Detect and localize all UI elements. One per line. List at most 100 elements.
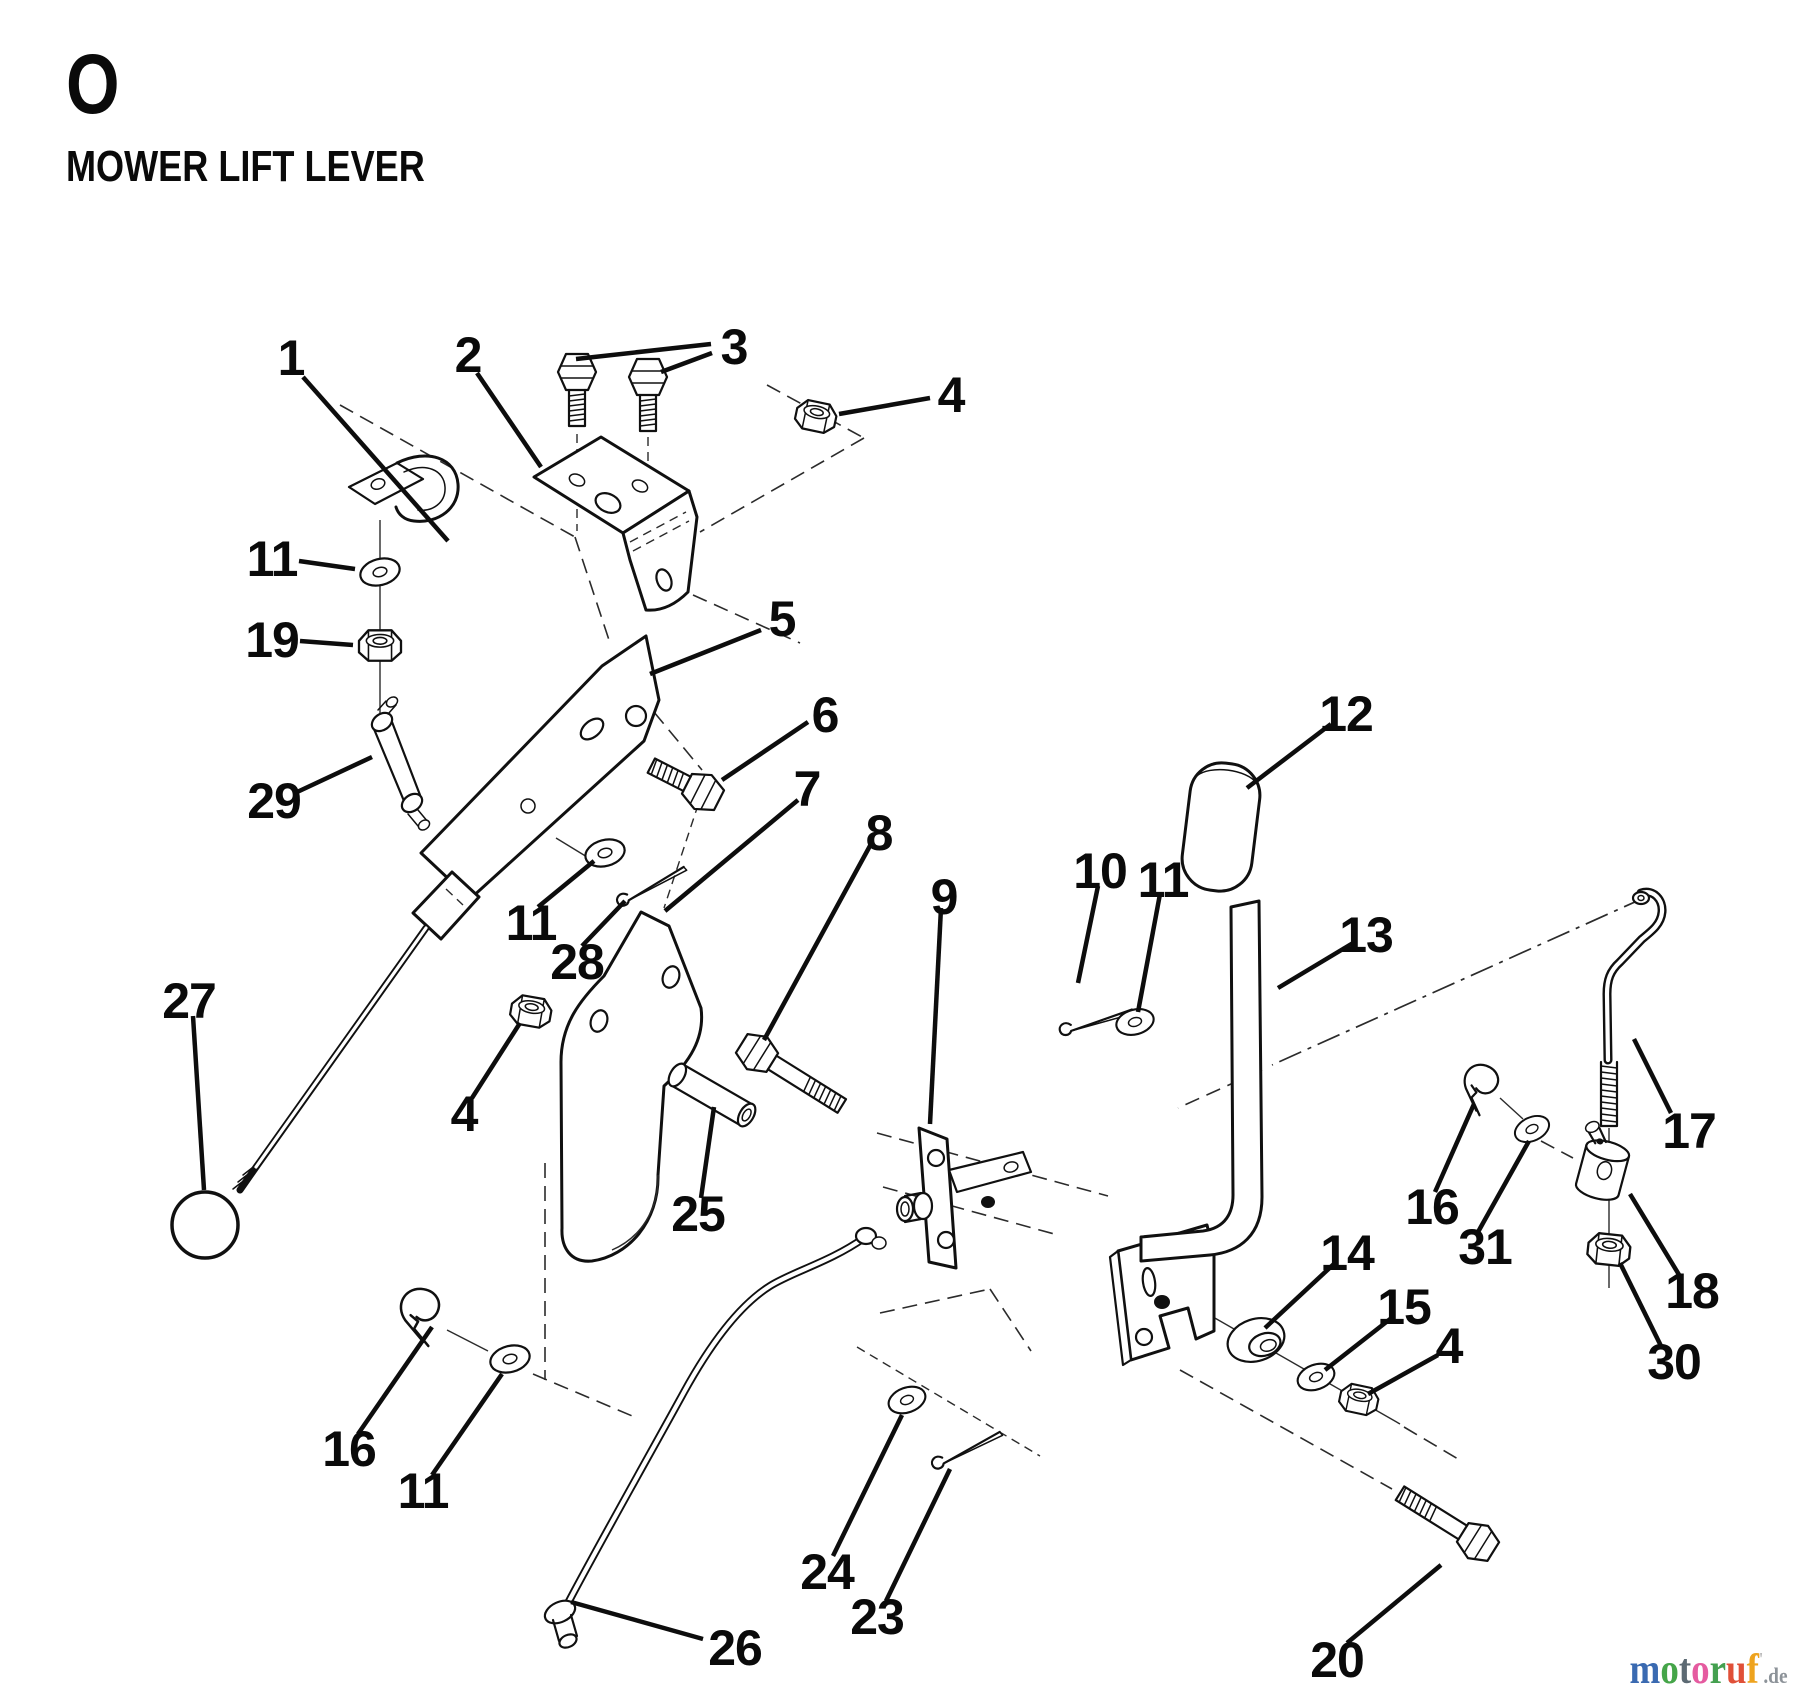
part-20-bolt: [1394, 1485, 1505, 1569]
watermark-logo: motoruf'.de: [1630, 1646, 1788, 1694]
callout-number-16a: 16: [322, 1421, 376, 1477]
callout-leader-28: [580, 899, 627, 948]
callout-leader-31: [1476, 1139, 1531, 1234]
callout-leader-25: [698, 1106, 717, 1199]
callout-leader-24: [830, 1414, 905, 1557]
callout-leader-7: [663, 798, 800, 913]
part-31-washer: [1509, 1109, 1555, 1149]
part-27-knob: [170, 1190, 240, 1260]
part-18-trunnion: [1574, 1120, 1631, 1201]
callout-number-3: 3: [721, 319, 748, 375]
part-11-washer-a: [356, 553, 404, 591]
part-16-hairpin-a: [398, 1285, 444, 1350]
callout-leader-10: [1075, 885, 1101, 984]
callout-number-4a: 4: [938, 367, 966, 423]
part-12-grip: [1180, 761, 1262, 893]
callout-number-26: 26: [708, 1620, 762, 1676]
page-title: MOWER LIFT LEVER: [66, 142, 425, 191]
callout-number-10: 10: [1073, 843, 1127, 899]
part-16-hairpin-b: [1457, 1061, 1502, 1119]
callout-leader-4c: [1366, 1353, 1440, 1396]
watermark-letter: t: [1679, 1647, 1692, 1693]
callout-leader-5: [649, 627, 762, 677]
part-6-bolt: [646, 757, 729, 819]
callout-leader-11d: [430, 1372, 504, 1477]
part-4-nut-b: [507, 992, 555, 1031]
callout-leader-1: [301, 375, 450, 543]
part-25-spacer: [667, 1062, 757, 1128]
part-9-pivot-plate: [895, 1126, 1033, 1270]
callout-number-25: 25: [671, 1186, 725, 1242]
callout-number-13: 13: [1339, 907, 1393, 963]
part-8-bolt: [730, 1026, 848, 1114]
callout-number-7: 7: [794, 761, 821, 817]
callout-number-11d: 11: [398, 1463, 449, 1519]
part-24-washer: [883, 1380, 931, 1420]
callout-leader-13: [1276, 941, 1355, 990]
callout-leader-14: [1263, 1260, 1338, 1330]
part-13-lever-and-bracket: [1108, 899, 1264, 1367]
part-11-washer-d: [486, 1340, 534, 1378]
callout-leader-4b: [470, 1021, 522, 1100]
callout-leader-15: [1323, 1314, 1396, 1372]
watermark-letter: r: [1710, 1647, 1727, 1693]
callout-leader-30: [1617, 1262, 1665, 1349]
callout-leader-3: [575, 341, 712, 362]
callout-number-29: 29: [247, 773, 301, 829]
callout-number-27: 27: [162, 973, 216, 1029]
part-19-nut: [357, 629, 403, 662]
callout-leader-8: [762, 842, 873, 1042]
part-3-hex-bolts: [556, 352, 669, 433]
callout-number-24: 24: [800, 1544, 855, 1600]
callout-leader-16b: [1432, 1103, 1477, 1193]
callout-leader-29: [294, 754, 373, 796]
callout-number-19: 19: [245, 612, 299, 668]
watermark-letter: u: [1726, 1647, 1748, 1693]
callout-number-23: 23: [850, 1589, 904, 1645]
callout-number-17: 17: [1662, 1103, 1716, 1159]
callout-number-14: 14: [1320, 1225, 1375, 1281]
part-17-lift-link-rod: [1599, 887, 1667, 1128]
part-11-washer-c: [1112, 1004, 1158, 1040]
callout-number-12: 12: [1319, 686, 1373, 742]
callout-number-30: 30: [1647, 1334, 1701, 1390]
callout-leader-3: [660, 350, 713, 375]
callout-leader-17: [1631, 1037, 1674, 1115]
part-1-cable-clamp: [347, 454, 460, 523]
callout-leader-18: [1628, 1192, 1683, 1280]
callout-number-6: 6: [812, 687, 839, 743]
part-29-link: [370, 696, 431, 831]
callout-leader-2: [475, 371, 543, 469]
callout-leader-23: [883, 1468, 953, 1602]
callout-leader-27: [190, 1015, 207, 1191]
watermark-word: motoruf: [1630, 1647, 1759, 1693]
callout-number-4b: 4: [451, 1086, 479, 1142]
callout-number-1: 1: [278, 330, 305, 386]
callout-number-2: 2: [455, 327, 482, 383]
callout-number-11c: 11: [1138, 852, 1189, 908]
callout-number-11a: 11: [247, 531, 298, 587]
callout-leader-4a: [838, 395, 931, 417]
callout-number-16b: 16: [1405, 1179, 1459, 1235]
callout-number-15: 15: [1377, 1279, 1431, 1335]
callout-leader-11b: [536, 859, 596, 909]
part-2-angle-bracket: [532, 435, 699, 612]
part-5-lift-arm: [232, 634, 661, 1194]
callout-leader-20: [1345, 1563, 1443, 1645]
callout-number-11b: 11: [506, 895, 557, 951]
part-30-nut: [1585, 1231, 1633, 1269]
callout-number-31: 31: [1458, 1219, 1512, 1275]
watermark-letter: o: [1660, 1647, 1680, 1693]
watermark-letter: m: [1630, 1647, 1661, 1693]
callout-number-28: 28: [550, 934, 604, 990]
callout-leader-11c: [1135, 893, 1163, 1013]
callout-leader-11a: [298, 558, 356, 572]
callout-number-20: 20: [1310, 1632, 1364, 1688]
callout-number-9: 9: [931, 869, 958, 925]
callout-leader-19: [299, 638, 354, 648]
watermark-letter: o: [1691, 1647, 1711, 1693]
callout-number-8: 8: [866, 805, 893, 861]
